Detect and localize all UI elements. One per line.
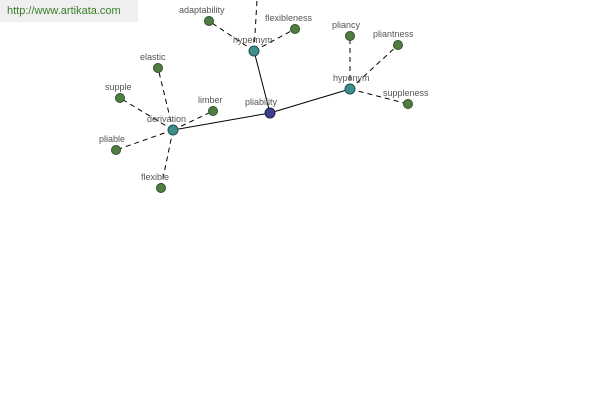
edge-hypernym-adaptability bbox=[208, 20, 255, 52]
node-elastic[interactable] bbox=[153, 63, 163, 73]
label-flexible[interactable]: flexible bbox=[141, 172, 169, 182]
label-supple[interactable]: supple bbox=[105, 82, 132, 92]
edge-derivation-pliable bbox=[115, 129, 174, 151]
node-supple[interactable] bbox=[115, 93, 125, 103]
edge-pliability-hyponym bbox=[269, 88, 351, 114]
label-derivation[interactable]: derivation bbox=[147, 114, 186, 124]
label-pliancy[interactable]: pliancy bbox=[332, 20, 361, 30]
node-pliable[interactable] bbox=[111, 145, 121, 155]
label-suppleness[interactable]: suppleness bbox=[383, 88, 429, 98]
node-derivation[interactable] bbox=[167, 124, 179, 136]
edge-hyponym-suppleness bbox=[349, 88, 409, 105]
label-flexibleness[interactable]: flexibleness bbox=[265, 13, 313, 23]
node-hypernym[interactable] bbox=[248, 45, 260, 57]
solid-edges bbox=[172, 50, 351, 131]
node-hyponym[interactable] bbox=[344, 83, 356, 95]
node-suppleness[interactable] bbox=[403, 99, 413, 109]
node-flexibleness[interactable] bbox=[290, 24, 300, 34]
label-elastic[interactable]: elastic bbox=[140, 52, 166, 62]
node-pliantness[interactable] bbox=[393, 40, 403, 50]
node-adaptability[interactable] bbox=[204, 16, 214, 26]
node-pliancy[interactable] bbox=[345, 31, 355, 41]
dashed-edges bbox=[115, 0, 409, 189]
edge-hypernym-flexibleness bbox=[253, 28, 296, 52]
edge-pliability-derivation bbox=[172, 112, 271, 131]
edge-pliability-hypernym bbox=[253, 50, 271, 114]
label-hyponym[interactable]: hyponym bbox=[333, 73, 370, 83]
edge-hyponym-pliantness bbox=[349, 44, 399, 90]
node-limber[interactable] bbox=[208, 106, 218, 116]
edge-derivation-flexible bbox=[160, 129, 174, 189]
node-pliability[interactable] bbox=[264, 107, 276, 119]
edge-derivation-limber bbox=[172, 110, 214, 131]
site-url-badge[interactable]: http://www.artikata.com bbox=[0, 0, 138, 22]
node-flexible[interactable] bbox=[156, 183, 166, 193]
label-pliantness[interactable]: pliantness bbox=[373, 29, 414, 39]
edge-derivation-supple bbox=[119, 97, 174, 131]
edge-derivation-elastic bbox=[157, 67, 174, 131]
label-adaptability[interactable]: adaptability bbox=[179, 5, 225, 15]
label-pliability[interactable]: pliability bbox=[245, 97, 278, 107]
label-hypernym[interactable]: hypernym bbox=[233, 35, 273, 45]
label-limber[interactable]: limber bbox=[198, 95, 223, 105]
label-pliable[interactable]: pliable bbox=[99, 134, 125, 144]
